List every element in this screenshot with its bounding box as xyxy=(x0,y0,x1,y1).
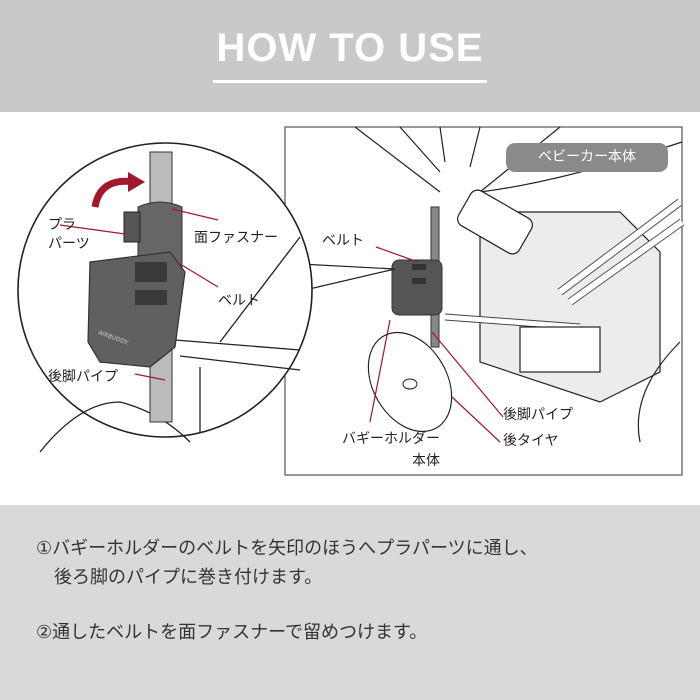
label-belt-detail: ベルト xyxy=(218,293,260,309)
step-1-line-1: ①バギーホルダーのベルトを矢印のほうへプラパーツに通し、 xyxy=(36,538,538,559)
label-plastic-part-1: プラ xyxy=(48,217,76,233)
label-rear-tire: 後タイヤ xyxy=(503,433,559,449)
step-2-line-1: ②通したベルトを面ファスナーで留めつけます。 xyxy=(36,622,428,643)
label-velcro: 面ファスナー xyxy=(194,230,278,246)
label-rear-leg-pipe-overview: 後脚パイプ xyxy=(503,407,573,423)
plastic-part xyxy=(123,211,141,243)
page-title: HOW TO USE xyxy=(216,26,484,70)
step-1-line-2: 後ろ脚のパイプに巻き付けます。 xyxy=(36,567,323,588)
title-underline xyxy=(213,80,487,83)
instructions-band: ①バギーホルダーのベルトを矢印のほうへプラパーツに通し、 後ろ脚のパイプに巻き付… xyxy=(0,505,700,700)
label-holder-body-2: 本体 xyxy=(412,453,440,469)
label-rear-leg-pipe-detail: 後脚パイプ xyxy=(48,369,118,385)
holder-small xyxy=(391,259,443,316)
stroller-drawing xyxy=(354,126,685,443)
label-holder-body-1: バギーホルダー xyxy=(342,431,440,447)
label-belt-overview: ベルト xyxy=(322,233,364,249)
label-plastic-part-2: パーツ xyxy=(48,236,90,252)
label-stroller-body: ベビーカー本体 xyxy=(506,143,668,172)
rear-tire xyxy=(367,331,453,433)
header-band: HOW TO USE xyxy=(0,0,700,112)
illustration-drawing: AIRBUDDY. xyxy=(17,126,685,476)
illustration-area: AIRBUDDY. プラ パーツ 面ファスナー ベルト 後脚パイプ ベビーカー本… xyxy=(0,112,700,505)
